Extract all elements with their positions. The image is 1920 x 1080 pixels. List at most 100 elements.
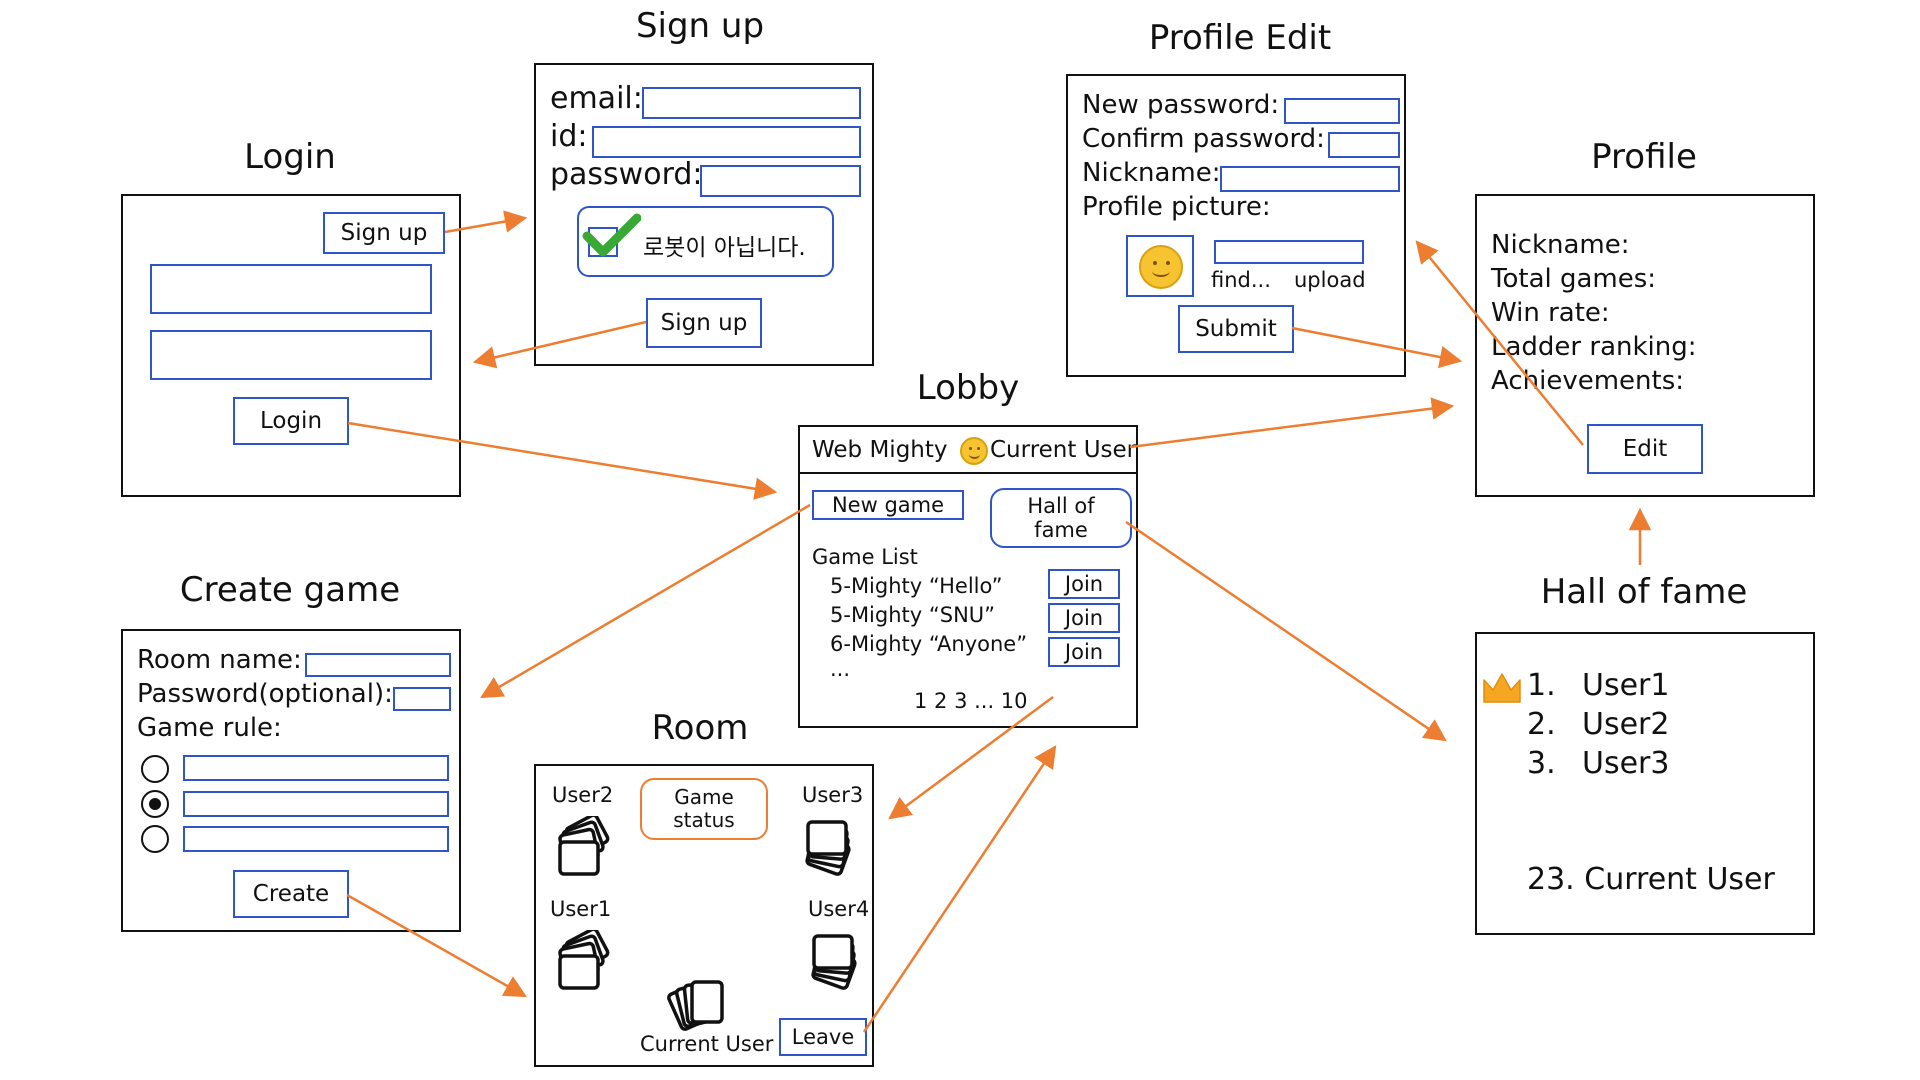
card-hand-icon (558, 930, 610, 990)
room-password-label: Password(optional): (137, 679, 393, 709)
rule-radio-1[interactable] (141, 755, 169, 783)
lobby-header-divider (800, 472, 1136, 474)
signup-submit-button[interactable]: Sign up (646, 298, 762, 348)
captcha-box: 로봇이 아닙니다. (577, 206, 834, 277)
rule-input-2[interactable] (183, 791, 449, 817)
hall-of-fame-panel: 1. User1 2. User2 3. User3 23. Current U… (1475, 632, 1815, 935)
confirm-password-label: Confirm password: (1082, 124, 1325, 154)
hall-of-fame-button[interactable]: Hall of fame (990, 488, 1132, 548)
game-list-item-name: 6-Mighty “Anyone” (830, 632, 1028, 656)
player-name-current-user: Current User (640, 1032, 774, 1056)
join-button[interactable]: Join (1048, 603, 1120, 633)
hof-rank: 2. (1527, 707, 1556, 742)
card-hand-icon (667, 980, 724, 1031)
player-name-user1: User1 (550, 897, 612, 921)
game-list-item-name: 5-Mighty “Hello” (830, 574, 1003, 598)
login-password-input[interactable] (150, 330, 432, 380)
hof-rank: 1. (1527, 668, 1556, 703)
signup-email-input[interactable] (642, 87, 861, 119)
profile-picture-preview (1126, 235, 1194, 297)
lobby-pagination[interactable]: 1 2 3 ... 10 (914, 689, 1028, 713)
player-name-user3: User3 (802, 783, 864, 807)
signup-panel: email: id: password: 로봇이 아닙니다. Sign up (534, 63, 874, 366)
captcha-text: 로봇이 아닙니다. (643, 235, 806, 261)
profile-nickname-label: Nickname: (1491, 230, 1630, 260)
profile-panel: Nickname: Total games: Win rate: Ladder … (1475, 194, 1815, 497)
room-name-input[interactable] (305, 653, 451, 677)
confirm-password-input[interactable] (1328, 132, 1400, 158)
rule-radio-2-selected[interactable] (141, 790, 169, 818)
signup-title: Sign up (635, 6, 765, 46)
crown-icon (1483, 673, 1521, 703)
login-title: Login (244, 137, 336, 177)
profile-total-games-label: Total games: (1491, 264, 1657, 294)
profile-ladder-label: Ladder ranking: (1491, 332, 1697, 362)
hof-user: User1 (1582, 668, 1670, 703)
create-button[interactable]: Create (233, 870, 349, 918)
new-password-input[interactable] (1284, 98, 1400, 124)
hof-user: User2 (1582, 707, 1670, 742)
rule-radio-3[interactable] (141, 825, 169, 853)
arrow-lobby-to-hall-of-fame (1125, 520, 1447, 742)
game-list-item-name: 5-Mighty “SNU” (830, 603, 996, 627)
new-password-label: New password: (1082, 90, 1280, 120)
profile-title: Profile (1591, 137, 1697, 177)
card-hand-icon (805, 820, 851, 876)
profile-submit-button[interactable]: Submit (1178, 305, 1294, 353)
rule-input-1[interactable] (183, 755, 449, 781)
login-id-input[interactable] (150, 264, 432, 314)
create-game-panel: Room name: Password(optional): Game rule… (121, 629, 461, 932)
login-panel: Sign up Login (121, 194, 461, 497)
lobby-title: Lobby (916, 368, 1020, 408)
create-game-title: Create game (179, 570, 401, 610)
signup-password-label: password: (550, 157, 703, 192)
arrow-leave-to-lobby (862, 745, 1057, 1033)
nickname-edit-label: Nickname: (1082, 158, 1221, 188)
player-name-user2: User2 (552, 783, 614, 807)
hall-of-fame-title: Hall of fame (1540, 572, 1748, 612)
arrow-lobby-to-profile (1129, 397, 1455, 449)
profile-win-rate-label: Win rate: (1491, 298, 1610, 328)
lobby-panel: Web Mighty Current User New game Hall of… (798, 425, 1138, 728)
profile-picture-label: Profile picture: (1082, 192, 1271, 222)
join-button[interactable]: Join (1048, 637, 1120, 667)
game-status-button[interactable]: Game status (640, 778, 768, 840)
nickname-edit-input[interactable] (1220, 166, 1400, 192)
game-rule-label: Game rule: (137, 713, 282, 743)
profile-edit-title: Profile Edit (1148, 18, 1332, 58)
login-signup-button[interactable]: Sign up (323, 212, 445, 254)
new-game-button[interactable]: New game (812, 490, 964, 520)
profile-edit-panel: New password: Confirm password: Nickname… (1066, 74, 1406, 377)
profile-edit-button[interactable]: Edit (1587, 424, 1703, 474)
smiley-avatar-icon (1139, 245, 1183, 289)
arrow-lobby-to-create-game (480, 503, 811, 699)
signup-id-input[interactable] (592, 126, 861, 158)
picture-path-input[interactable] (1214, 240, 1364, 264)
join-button[interactable]: Join (1048, 569, 1120, 599)
game-list-more: ... (830, 657, 851, 681)
rule-input-3[interactable] (183, 826, 449, 852)
room-panel: User2 Game status User3 User1 User4 (534, 764, 874, 1067)
room-name-label: Room name: (137, 645, 302, 675)
profile-achievements-label: Achievements: (1491, 366, 1685, 396)
hof-rank: 3. (1527, 746, 1556, 781)
card-hand-icon (558, 816, 610, 876)
leave-button[interactable]: Leave (779, 1018, 867, 1056)
signup-email-label: email: (550, 81, 643, 116)
upload-link[interactable]: upload (1294, 268, 1366, 292)
card-hand-icon (811, 934, 857, 990)
checkmark-icon (582, 213, 641, 257)
hof-user: User3 (1582, 746, 1670, 781)
signup-password-input[interactable] (700, 165, 861, 197)
hof-current-user-entry: 23. Current User (1527, 862, 1775, 897)
game-list-label: Game List (812, 545, 918, 569)
find-link[interactable]: find... (1211, 268, 1271, 292)
lobby-app-name: Web Mighty (812, 437, 948, 463)
room-title: Room (651, 708, 749, 748)
login-button[interactable]: Login (233, 397, 349, 445)
player-name-user4: User4 (808, 897, 870, 921)
room-password-input[interactable] (393, 687, 451, 711)
current-user-avatar-icon (960, 437, 988, 465)
signup-id-label: id: (550, 119, 588, 154)
lobby-current-user[interactable]: Current User (990, 437, 1137, 463)
